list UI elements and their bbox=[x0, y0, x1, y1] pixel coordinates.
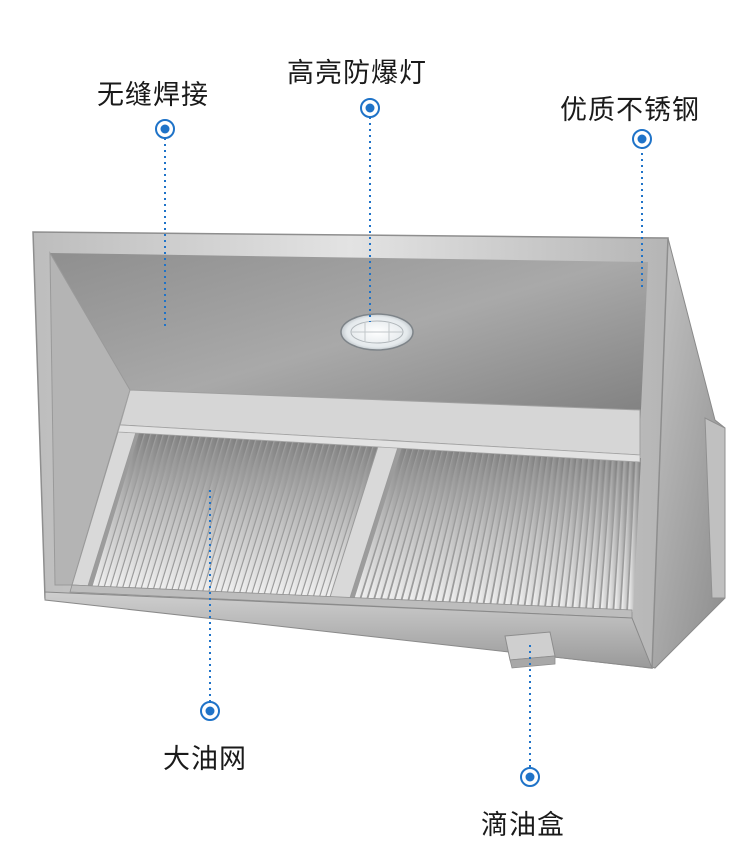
filter-slat bbox=[374, 445, 426, 601]
filter-slat bbox=[525, 452, 554, 608]
filter-left-slats bbox=[92, 430, 380, 598]
filter-slat bbox=[122, 431, 176, 590]
filter-slat bbox=[92, 430, 145, 588]
filter-slat bbox=[264, 438, 319, 596]
filter-slat bbox=[614, 457, 630, 612]
filter-slat bbox=[408, 446, 455, 603]
filter-slat bbox=[128, 431, 183, 590]
filter-slat bbox=[449, 448, 490, 605]
filter-slat bbox=[196, 435, 251, 593]
filter-slat bbox=[301, 440, 356, 597]
filter-slat bbox=[110, 430, 164, 589]
filter-slat bbox=[307, 441, 362, 598]
filter-slat bbox=[538, 453, 566, 609]
filter-right-slats bbox=[354, 444, 641, 612]
filter-slat bbox=[621, 457, 636, 612]
filter-slat bbox=[215, 436, 269, 594]
filter-top-frame-bar bbox=[117, 424, 641, 463]
filter-slat bbox=[504, 451, 537, 607]
filter-slat bbox=[511, 452, 542, 607]
filter-slat bbox=[470, 449, 508, 606]
filter-slat bbox=[552, 454, 577, 609]
filter-slat bbox=[184, 434, 238, 592]
filter-slat bbox=[532, 453, 560, 608]
filter-slat bbox=[628, 458, 641, 612]
filter-slat bbox=[319, 441, 374, 598]
filter-slat bbox=[545, 453, 572, 609]
filter-slat bbox=[436, 448, 478, 604]
filter-slat bbox=[422, 447, 467, 603]
filter-slat bbox=[276, 439, 331, 596]
filter-slat bbox=[559, 454, 583, 609]
filter-slat bbox=[116, 431, 170, 590]
filter-slat bbox=[586, 455, 607, 611]
filter-slat bbox=[573, 455, 595, 610]
filter-slat bbox=[313, 441, 368, 598]
filter-slat bbox=[607, 456, 624, 612]
filter-slat bbox=[147, 432, 201, 591]
filter-slat bbox=[463, 449, 502, 605]
label-explosion-proof-light: 高亮防爆灯 bbox=[287, 58, 427, 89]
filter-slat bbox=[580, 455, 601, 610]
filter-slat bbox=[282, 439, 337, 597]
filter-slat bbox=[239, 437, 294, 595]
filter-slat bbox=[367, 444, 420, 601]
oil-drip-box-front bbox=[509, 655, 556, 669]
label-oil-drip-box: 滴油盒 bbox=[481, 810, 565, 841]
explosion-proof-light bbox=[340, 313, 414, 351]
filter-slat bbox=[600, 456, 618, 611]
filter-slat bbox=[354, 444, 408, 600]
filter-slat bbox=[289, 440, 343, 597]
filter-slat bbox=[153, 433, 207, 591]
filter-slat bbox=[395, 446, 443, 602]
filter-slat bbox=[165, 433, 220, 592]
filter-slat bbox=[593, 456, 612, 611]
filter-slat bbox=[270, 439, 325, 596]
filter-slat bbox=[172, 434, 226, 592]
filter-slat bbox=[141, 432, 195, 591]
filter-slat bbox=[245, 437, 300, 595]
filter-slat bbox=[295, 440, 350, 597]
filter-slat bbox=[98, 430, 152, 589]
filter-slat bbox=[443, 448, 484, 604]
filter-slat bbox=[209, 436, 263, 593]
filter-slat bbox=[159, 433, 214, 591]
filter-slat bbox=[429, 447, 473, 604]
filter-slat bbox=[497, 451, 531, 607]
filter-slat bbox=[388, 445, 438, 602]
filter-slat bbox=[401, 446, 449, 603]
hood-bottom-lip bbox=[44, 591, 653, 669]
filter-slat bbox=[233, 437, 288, 595]
label-seamless-weld: 无缝焊接 bbox=[97, 80, 209, 111]
filter-slat bbox=[381, 445, 432, 602]
hood-rear-step bbox=[704, 417, 726, 599]
filter-slat bbox=[518, 452, 548, 608]
filter-slat bbox=[491, 451, 525, 606]
filter-slat bbox=[227, 436, 282, 594]
filter-slat bbox=[221, 436, 275, 594]
label-quality-stainless-steel: 优质不锈钢 bbox=[560, 95, 700, 126]
filter-slat bbox=[484, 450, 519, 606]
filter-slat bbox=[456, 449, 496, 605]
filter-slat bbox=[190, 435, 244, 593]
filter-slat bbox=[258, 438, 312, 596]
filter-slat bbox=[135, 432, 189, 590]
label-large-oil-filter: 大油网 bbox=[163, 744, 247, 775]
filter-slat bbox=[566, 454, 589, 610]
filter-slat bbox=[360, 444, 414, 601]
filter-slat bbox=[415, 447, 461, 603]
callout-dots bbox=[155, 98, 652, 787]
filter-slat bbox=[178, 434, 232, 592]
filter-slat bbox=[477, 450, 513, 606]
filter-slat bbox=[252, 438, 306, 595]
filter-slat bbox=[104, 430, 158, 589]
filter-slat bbox=[202, 435, 257, 593]
